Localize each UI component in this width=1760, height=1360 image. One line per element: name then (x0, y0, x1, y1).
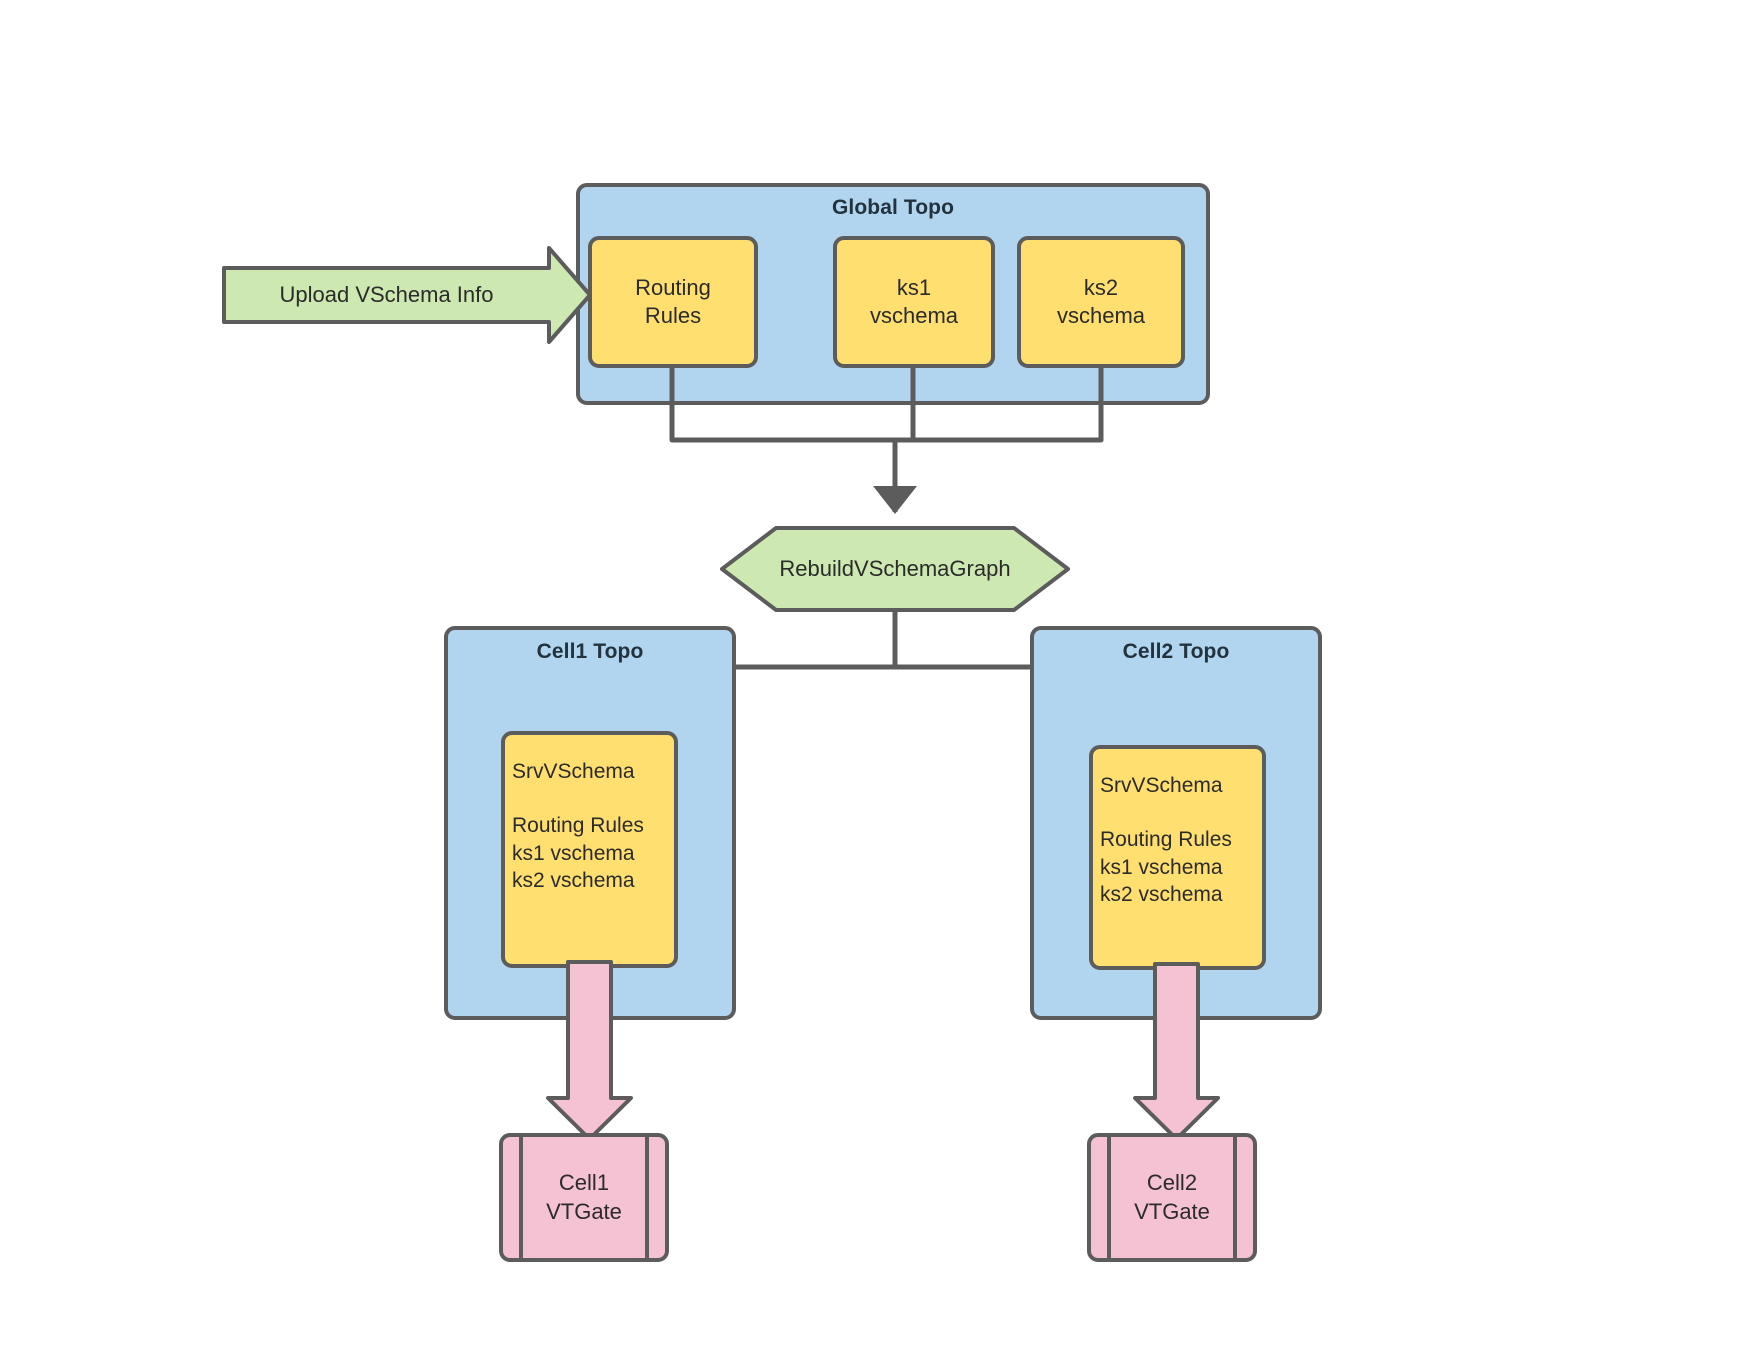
cell2-srvvschema-heading: SrvVSchema (1100, 774, 1223, 797)
node-cell1-vtgate[interactable] (499, 1133, 669, 1262)
upload-vschema-arrow[interactable] (222, 246, 592, 344)
edge-routing-rules-to-rebuild (669, 366, 895, 443)
cell1-srvvschema-lines: Routing Rules ks1 vschema ks2 vschema (512, 814, 644, 893)
node-ks1-vschema[interactable] (833, 236, 995, 368)
node-cell2-vtgate[interactable] (1087, 1133, 1257, 1262)
node-ks2-vschema[interactable] (1017, 236, 1185, 368)
edge-ks2-to-rebuild (895, 366, 1104, 443)
cell2-serve-arrow (1133, 962, 1220, 1141)
cell1-topo-title: Cell1 Topo (536, 640, 644, 663)
cell1-srvvschema-heading: SrvVSchema (512, 760, 635, 783)
global-topo-title: Global Topo (831, 196, 955, 219)
cell2-topo-title: Cell2 Topo (1122, 640, 1230, 663)
node-rebuild-vschema-graph[interactable] (720, 526, 1070, 612)
cell1-serve-arrow (546, 960, 633, 1141)
node-routing-rules[interactable] (588, 236, 758, 368)
cell2-srvvschema-lines: Routing Rules ks1 vschema ks2 vschema (1100, 828, 1232, 907)
